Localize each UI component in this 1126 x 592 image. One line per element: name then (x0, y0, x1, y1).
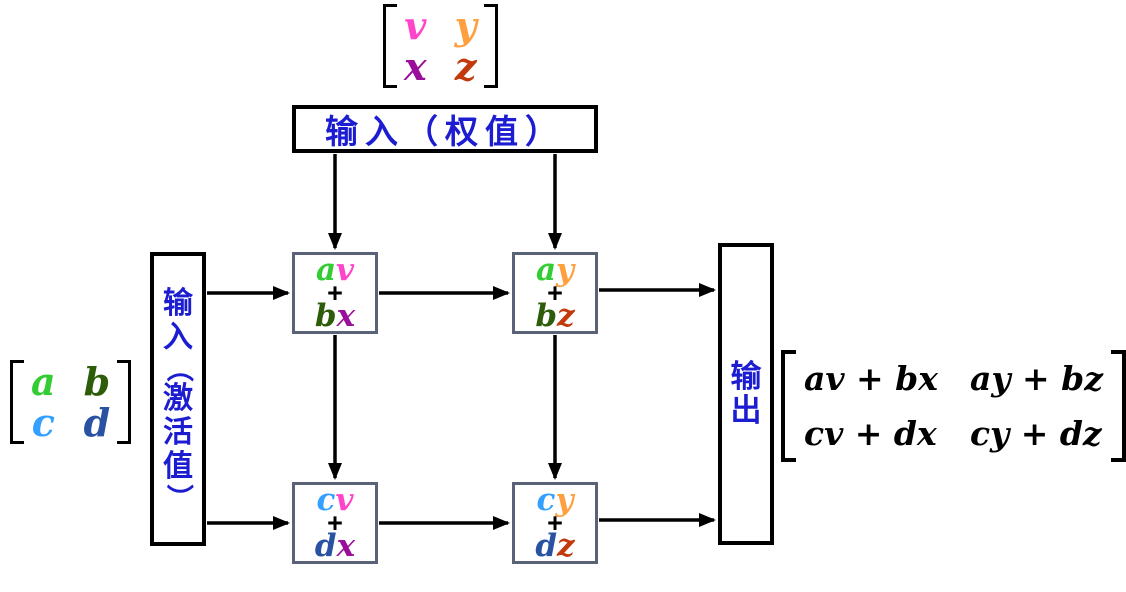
activations-matrix: a b c d (10, 360, 132, 444)
activations-matrix-entries: a b c d (24, 360, 117, 444)
activations-input-char: 值 (163, 450, 193, 483)
output-char: 输 (730, 359, 762, 394)
activations-input-char: 激 (163, 382, 193, 415)
pe-term: v (335, 481, 354, 518)
pe-term: x (336, 297, 356, 334)
pe-term-line: av (316, 254, 354, 285)
output-matrix: av + bx ay + bz cv + dx cy + dz (781, 350, 1126, 462)
weights-input-label: 输入（权值） (325, 113, 565, 150)
pe-term: c (316, 481, 336, 518)
pe-term-line: bx (315, 300, 355, 331)
matrix-entry-d: d (83, 399, 111, 445)
matrix-entry-b: b (83, 358, 111, 404)
activations-input-box: 输 入 （ 激 活 值 ） (150, 252, 206, 546)
pe-box-ay-bz: ay + bz (512, 252, 598, 334)
pe-box-cy-dz: cy + dz (512, 482, 598, 564)
pe-term: x (336, 527, 356, 564)
pe-term-line: cv (317, 484, 354, 515)
weights-matrix: v y x z (383, 4, 498, 88)
pe-term-line: dz (535, 530, 574, 561)
activations-input-char: 输 (163, 287, 193, 320)
matrix-entry-av-bx: av + bx (804, 358, 938, 398)
matrix-entry-cy-dz: cy + dz (969, 413, 1102, 453)
pe-term: a (315, 251, 337, 288)
activations-input-paren-close: ） (163, 484, 194, 511)
matrix-bracket-left-icon (383, 4, 397, 88)
pe-term: v (336, 251, 355, 288)
pe-term-line: cy (537, 484, 574, 515)
output-char: 出 (730, 393, 762, 428)
matrix-entry-z: z (454, 43, 477, 89)
plus-operator: + (547, 507, 563, 538)
matrix-bracket-left-icon (781, 350, 796, 462)
pe-term: z (557, 297, 575, 334)
pe-term: b (314, 297, 337, 334)
matrix-entry-cv-dx: cv + dx (804, 413, 937, 453)
pe-term: y (555, 481, 574, 518)
activations-input-char: 活 (163, 416, 193, 449)
output-matrix-entries: av + bx ay + bz cv + dx cy + dz (796, 350, 1111, 462)
weights-input-box: 输入（权值） (292, 105, 598, 153)
pe-box-av-bx: av + bx (292, 252, 378, 334)
pe-term: z (557, 527, 575, 564)
matrix-entry-c: c (31, 399, 55, 445)
pe-term: d (314, 527, 337, 564)
plus-operator: + (327, 277, 343, 308)
pe-term-line: ay (536, 254, 574, 285)
pe-term: y (556, 251, 575, 288)
pe-term-line: dx (315, 530, 355, 561)
matrix-bracket-right-icon (483, 4, 498, 88)
matrix-entry-v: v (404, 2, 427, 48)
pe-term: d (535, 527, 558, 564)
matrix-bracket-right-icon (1110, 350, 1126, 462)
matrix-entry-x: x (404, 43, 427, 89)
pe-term: c (536, 481, 556, 518)
matrix-entry-y: y (454, 2, 477, 48)
matrix-entry-ay-bz: ay + bz (969, 358, 1103, 398)
plus-operator: + (547, 277, 563, 308)
activations-input-paren-open: （ (163, 355, 194, 382)
matrix-bracket-right-icon (117, 360, 132, 444)
pe-term: a (535, 251, 557, 288)
matrix-bracket-left-icon (10, 360, 24, 444)
pe-term: b (535, 297, 558, 334)
activations-input-char: 入 (163, 321, 193, 354)
weights-matrix-entries: v y x z (397, 4, 484, 88)
pe-term-line: bz (535, 300, 574, 331)
matrix-entry-a: a (31, 358, 56, 404)
plus-operator: + (327, 507, 343, 538)
output-box: 输 出 (718, 243, 774, 545)
pe-box-cv-dx: cv + dx (292, 482, 378, 564)
